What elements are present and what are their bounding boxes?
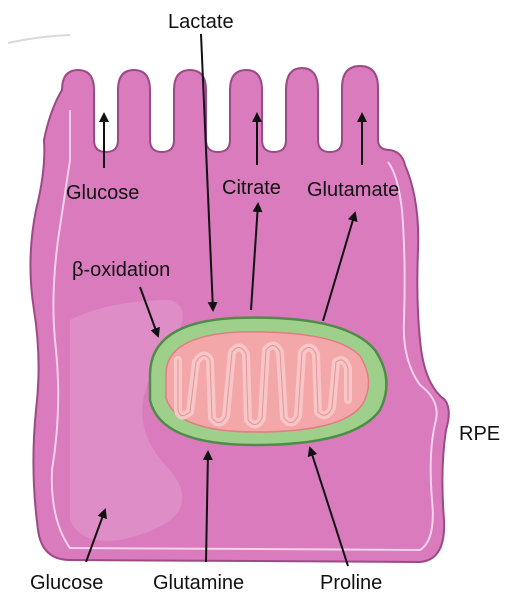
- label-glutamine: Glutamine: [153, 572, 244, 594]
- mitochondrion: [150, 318, 386, 445]
- label-beta-oxidation: β-oxidation: [72, 259, 170, 281]
- label-glutamate: Glutamate: [307, 179, 399, 201]
- label-glucose-top: Glucose: [66, 182, 139, 204]
- label-glucose-bottom: Glucose: [30, 572, 103, 594]
- label-lactate: Lactate: [168, 11, 234, 33]
- label-proline: Proline: [320, 572, 382, 594]
- label-rpe: RPE: [459, 423, 500, 445]
- decorative-stroke: [8, 35, 70, 43]
- label-citrate: Citrate: [222, 177, 281, 199]
- rpe-cell: [30, 66, 448, 562]
